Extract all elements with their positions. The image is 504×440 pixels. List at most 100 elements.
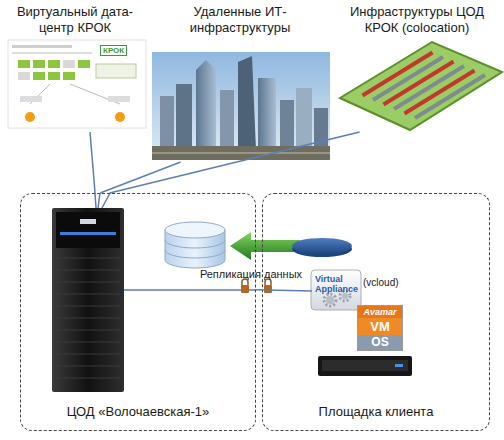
colocation-plan-picture-part [363,53,433,96]
client-disk [292,238,352,257]
database-cylinder-part [165,222,225,238]
feed-wire-part [102,193,110,208]
city-picture [152,52,330,160]
connector-line [90,132,95,193]
city-picture-part [196,60,216,150]
colocation-plan-picture-part [340,42,502,130]
service-picture-node: Инфраструктуры ЦОД КРОК (colocation) [330,2,504,132]
storage-rack-part [56,212,120,248]
connector-line [100,162,180,193]
virtual-dc-picture-part [78,60,90,68]
lock-icon-part [264,285,272,293]
virtual-dc-picture-part [20,96,42,102]
node-title: Площадка клиента [263,404,489,420]
product-logo-text: Avamar [358,306,402,318]
virtual-dc-picture-part [33,72,45,80]
city-picture-part [258,78,276,150]
colocation-plan-picture-part [384,62,454,105]
connector-line [110,132,360,193]
replication-wire-part [124,289,256,291]
virtual-dc-picture-part [18,60,30,68]
storage-rack-part [52,208,124,392]
city-picture-part [160,96,174,150]
city-picture-part [314,108,328,150]
database-cylinder [165,222,225,268]
storage-rack-part [56,258,120,259]
replication-wire [124,290,256,291]
storage-rack [52,208,124,392]
city-picture-part [176,84,192,150]
site-zone: ЦОД «Волочаевская-1» [20,193,256,431]
virtual-dc-picture-part [18,72,30,80]
storage-rack-part [80,219,96,224]
virtual-dc-picture-part [8,40,146,128]
feed-wire-part [95,193,96,208]
service-picture-node: Удаленные ИТ-инфраструктуры [150,2,330,162]
colocation-plan-picture-part [394,66,464,109]
node-title: Virtual Appliance [315,274,360,294]
lock-icon-part [241,285,249,293]
virtual-dc-picture [8,40,146,128]
virtual-dc-picture-part [96,64,136,78]
node-title: Инфраструктуры ЦОД КРОК (colocation) [334,4,500,36]
storage-rack-part [56,270,120,271]
platform-note: (vcloud) [363,277,399,289]
colocation-plan-picture-part [405,71,475,114]
virtual-dc-picture-part [48,60,60,68]
server-unit-part [395,364,403,367]
storage-rack-part [56,342,120,343]
storage-rack-part [56,354,120,355]
storage-rack-part [56,306,120,307]
database-cylinder-part [165,240,225,248]
server-unit-part [318,356,412,376]
virtual-dc-picture-part [63,72,75,80]
storage-rack-part [60,232,116,235]
logo-text: КРОК [100,45,127,56]
colocation-plan-picture [340,42,502,130]
appliance-node: Virtual Appliance [312,271,362,311]
edge-label: Репликация данных [200,268,302,281]
client-disk-part [292,238,352,254]
lock-icon [241,279,249,293]
virtual-dc-picture-part [108,96,130,102]
virtual-dc-picture-part [48,72,60,80]
server-unit-part [322,360,408,371]
database-cylinder-part [165,250,225,258]
service-picture-node: Виртуальный дата-центр КРОК [0,2,150,132]
feed-wire-part [98,193,100,208]
storage-rack-part [56,330,120,331]
storage-rack-part [56,378,120,379]
storage-rack-part [56,282,120,283]
replication-arrow [230,232,300,260]
product-logo-text: OS [358,335,402,350]
city-picture-part [280,100,294,150]
city-picture-part [152,146,330,160]
virtual-dc-picture-part [63,60,75,68]
city-picture-part [220,90,234,150]
feed-wire [95,193,110,208]
appliance-box-part [311,270,361,310]
virtual-dc-picture-part [33,60,45,68]
appliance-box-part [326,296,334,304]
product-logo-text: VM [358,318,402,335]
appliance-box-part [324,294,336,306]
node-title: Виртуальный дата-центр КРОК [4,4,146,36]
storage-rack-part [56,294,120,295]
city-picture-part [152,152,330,154]
avamar-box: AvamarVMOS [357,305,403,351]
city-picture-part [296,88,312,150]
virtual-dc-picture-part [12,45,72,48]
virtual-dc-picture-part [25,112,35,122]
virtual-dc-picture-part [115,112,125,122]
site-zone: Площадка клиента Virtual ApplianceAvamarV… [262,193,490,431]
appliance-box [311,270,361,310]
storage-rack-part [56,318,120,319]
replication-arrow-part [230,232,300,260]
city-picture-part [152,52,330,160]
node-title: Удаленные ИТ-инфраструктуры [154,4,326,36]
city-picture-part [238,56,256,150]
colocation-plan-picture-part [373,57,443,100]
